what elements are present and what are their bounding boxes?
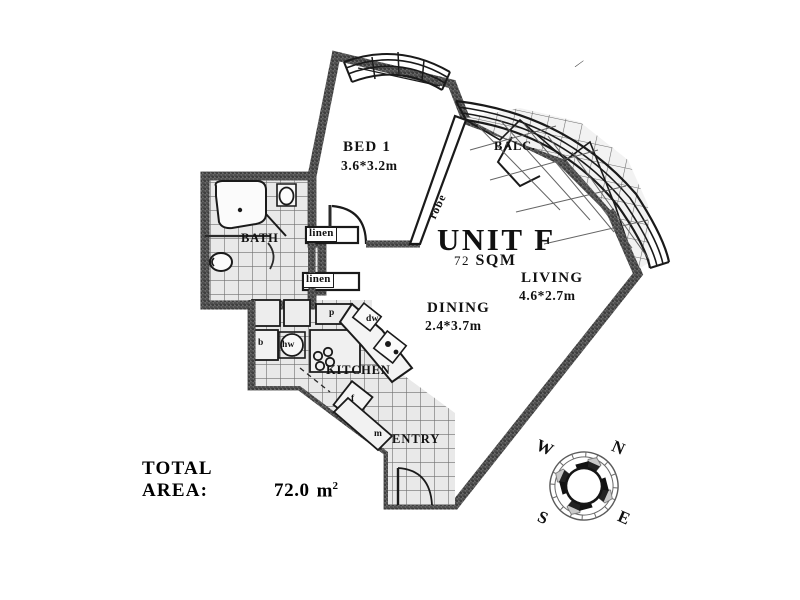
room-label-bath: BATH: [241, 231, 279, 245]
basin-label: b: [258, 338, 264, 348]
living-east-wall: [606, 208, 642, 276]
unit-area-number: 72: [454, 253, 470, 268]
bedroom-door-swing: [331, 204, 368, 245]
toilet-pan: [278, 186, 295, 206]
hot-water-label: hw: [282, 340, 295, 350]
balcony-tile-lines: [469, 119, 649, 259]
compass-rose: N E S W: [528, 432, 640, 540]
kitchen-joinery: [299, 302, 414, 452]
kitchen-bench-lower: [332, 396, 394, 452]
room-dimensions-living: 4.6*2.7m: [519, 288, 576, 303]
total-area-unit-exponent: 2: [332, 480, 338, 492]
entry-door-swing: [397, 467, 433, 506]
unit-area-badge: 72 SQM: [454, 252, 516, 270]
room-dimensions-bed1: 3.6*3.2m: [341, 158, 398, 173]
dishwasher-appliance: [351, 302, 383, 332]
bathtub-fixture: [214, 180, 267, 230]
dishwasher-label: dw: [366, 314, 379, 324]
room-label-entry: ENTRY: [392, 432, 441, 446]
basin-cupboard: [253, 329, 279, 361]
fridge-label: f: [351, 394, 355, 404]
unit-area-unit: SQM: [475, 252, 517, 269]
balcony-structure: [455, 99, 671, 275]
service-cupboard-b: [283, 299, 311, 327]
bathtub-drain: [237, 207, 243, 213]
page-title-unit: UNIT F: [437, 222, 556, 257]
room-dimensions-dining: 2.4*3.7m: [425, 318, 482, 333]
hot-water-unit: [280, 333, 304, 357]
compass-rose-graphic: [549, 451, 619, 521]
room-label-dining: DINING: [427, 300, 491, 316]
laundry-services-block: [251, 299, 353, 361]
kitchen-sink: [372, 329, 408, 365]
linen-label-upper: linen: [306, 227, 337, 242]
bath-door-swing: [267, 242, 275, 270]
total-area-value: 72.0: [274, 480, 310, 502]
robe-wardrobe: [408, 114, 468, 246]
total-area-unit: m2: [317, 480, 338, 502]
pantry-label: p: [329, 308, 335, 318]
entry-door: [396, 467, 433, 506]
room-label-balcony: BALC.: [494, 139, 536, 153]
room-label-living: LIVING: [521, 270, 584, 286]
microwave-label: m: [374, 429, 383, 439]
linen-label-lower: linen: [303, 273, 334, 288]
total-area-unit-base: m: [316, 480, 333, 502]
cooktop-appliance: [312, 346, 336, 372]
kitchen-bench-main: [309, 329, 361, 373]
total-area-block: TOTAL AREA: 72.0 m2: [142, 458, 402, 502]
service-cupboard-a: [251, 299, 281, 327]
basin-fixture: [209, 252, 233, 272]
total-area-label-line1: TOTAL: [142, 458, 213, 479]
bedroom-curved-window: [343, 51, 451, 91]
room-label-bed1: BED 1: [343, 139, 392, 155]
total-area-label-line2: AREA:: [142, 480, 209, 502]
room-label-kitchen: KITCHEN: [326, 363, 391, 377]
